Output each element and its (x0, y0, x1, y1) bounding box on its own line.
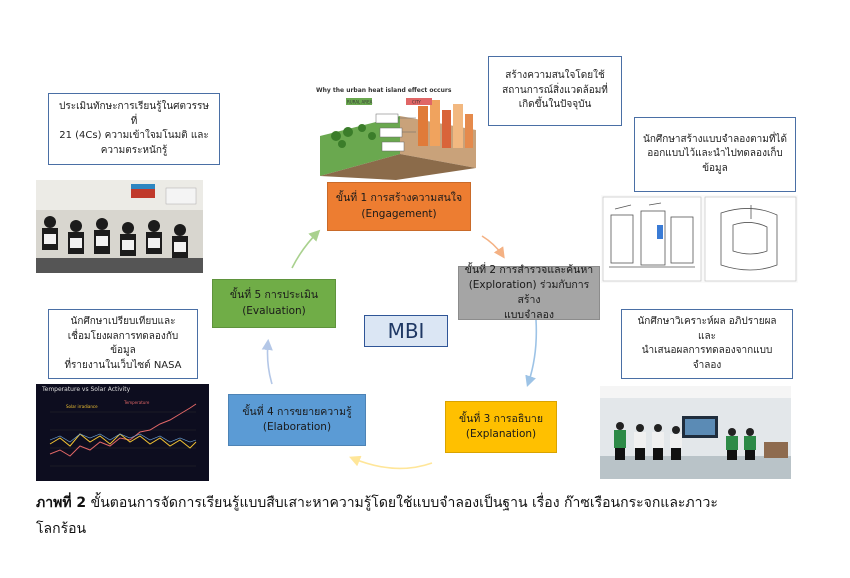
temperature-solar-chart: Temperature vs Solar Activity Solar irra… (36, 384, 209, 481)
classroom-graphic (36, 180, 203, 273)
step-1-subtitle: (Engagement) (361, 207, 437, 220)
step-5-title: ขั้นที่ 5 การประเมิน (229, 289, 319, 302)
heat-island-graphic: RURAL AREA CITY (320, 98, 476, 180)
note-elaborate-line: นักศึกษาเปรียบเทียบและ (70, 316, 176, 327)
chart-inset-lines (49, 403, 197, 467)
chart-legend-solar: Solar irradiance (66, 404, 98, 409)
note-elaboration: นักศึกษาเปรียบเทียบและ เชื่อมโยงผลการทดล… (48, 309, 198, 379)
urban-heat-island-illustration: Why the urban heat island effect occurs … (312, 84, 482, 180)
note-explain-line: นำเสนอผลการทดลองจากแบบจำลอง (641, 345, 773, 371)
presentation-photo (600, 386, 791, 479)
note-engagement: สร้างความสนใจโดยใช้ สถานการณ์สิ่งแวดล้อม… (488, 56, 622, 126)
arrow-2-to-3 (525, 319, 538, 388)
arrow-4-to-5 (261, 338, 273, 385)
illustration-title: Why the urban heat island effect occurs (316, 87, 452, 94)
caption-figure-number: ภาพที่ 2 (36, 495, 87, 511)
model-sketches-photo (601, 195, 798, 283)
note-elaborate-line: ที่รายงานในเว็บไซต์ NASA (64, 359, 182, 371)
chart-legend-temp: Temperature (124, 400, 150, 405)
note-evaluate-line: ประเมินทักษะการเรียนรู้ในศตวรรษที่ (59, 101, 209, 127)
note-engagement-line: เกิดขึ้นในปัจจุบัน (518, 99, 592, 111)
sketch-graphic (602, 196, 797, 282)
presentation-graphic (600, 386, 791, 479)
arrow-1-to-2 (481, 235, 505, 259)
step-2-subtitle-2: แบบจำลอง (503, 309, 554, 322)
classroom-photo (36, 180, 203, 273)
step-2-subtitle: (Exploration) ร่วมกับการสร้าง (468, 278, 590, 306)
step-3-explanation: ขั้นที่ 3 การอธิบาย (Explanation) (445, 401, 557, 453)
caption-text: ขั้นตอนการจัดการเรียนรู้แบบสืบเสาะหาความ… (86, 495, 718, 511)
step-1-engagement: ขั้นที่ 1 การสร้างความสนใจ (Engagement) (327, 182, 471, 231)
note-evaluation: ประเมินทักษะการเรียนรู้ในศตวรรษที่ 21 (4… (48, 93, 220, 165)
note-engagement-line: สร้างความสนใจโดยใช้ (505, 70, 605, 82)
step-1-title: ขั้นที่ 1 การสร้างความสนใจ (335, 192, 463, 205)
note-elaborate-line: เชื่อมโยงผลการทดลองกับข้อมูล (67, 330, 179, 357)
arrow-5-to-1 (291, 229, 321, 269)
center-mbi-text: MBI (387, 319, 425, 343)
note-explain-line: นักศึกษาวิเคราะห์ผล อภิปรายผลและ (637, 316, 777, 342)
rural-area-label: RURAL AREA (347, 100, 373, 105)
note-evaluate-line: 21 (4Cs) ความเข้าใจมโนมติ และ (59, 130, 209, 141)
step-4-elaboration: ขั้นที่ 4 การขยายความรู้ (Elaboration) (228, 394, 366, 446)
center-mbi-label: MBI (364, 315, 448, 347)
step-2-exploration: ขั้นที่ 2 การสำรวจและค้นหา (Exploration)… (458, 263, 600, 322)
note-model-line: นักศึกษาสร้างแบบจำลองตามที่ได้ (643, 133, 787, 145)
note-evaluate-line: ความตระหนักรู้ (100, 144, 168, 156)
chart-inset-title: Temperature vs Solar Activity (42, 386, 131, 393)
step-2-title: ขั้นที่ 2 การสำรวจและค้นหา (464, 263, 594, 276)
note-model-building: นักศึกษาสร้างแบบจำลองตามที่ได้ ออกแบบไว้… (634, 117, 796, 192)
note-model-line: ข้อมูล (702, 162, 728, 174)
step-3-title: ขั้นที่ 3 การอธิบาย (459, 412, 543, 425)
caption-text-line-2: โลกร้อน (36, 521, 87, 537)
step-5-evaluation: ขั้นที่ 5 การประเมิน (Evaluation) (212, 279, 336, 328)
step-3-subtitle: (Explanation) (465, 428, 537, 440)
step-5-subtitle: (Evaluation) (242, 304, 306, 317)
note-explanation: นักศึกษาวิเคราะห์ผล อภิปรายผลและ นำเสนอผ… (621, 309, 793, 379)
figure-caption: ภาพที่ 2 ขั้นตอนการจัดการเรียนรู้แบบสืบเ… (36, 490, 826, 542)
step-4-subtitle: (Elaboration) (262, 421, 332, 433)
note-model-line: ออกแบบไว้และนำไปทดลองเก็บ (647, 148, 783, 160)
step-4-title: ขั้นที่ 4 การขยายความรู้ (242, 405, 352, 418)
city-label: CITY (412, 100, 421, 105)
arrow-3-to-4 (349, 455, 433, 470)
note-engagement-line: สถานการณ์สิ่งแวดล้อมที่ (502, 84, 608, 96)
